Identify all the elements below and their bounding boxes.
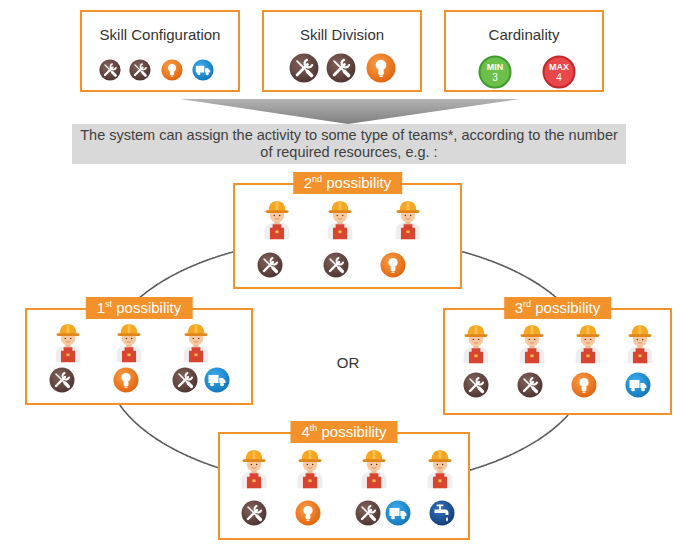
possibility-box: 1st possibility	[25, 308, 253, 405]
cardinality-label: MAX	[549, 62, 569, 72]
possibility-box: 2nd possibility	[233, 183, 462, 289]
possibility-box: 4th possibility	[218, 432, 470, 540]
band-text: The system can assign the activity to so…	[79, 127, 619, 161]
possibility-tab: 1st possibility	[86, 297, 193, 319]
ring-connector	[470, 415, 568, 470]
circle-outline	[544, 57, 575, 88]
box-title: Skill Configuration	[82, 26, 238, 43]
cardinality-circle: MAX4	[542, 55, 576, 89]
possibility-tab: 3rd possibility	[504, 297, 612, 319]
skill-box: CardinalityMIN3 MAX4	[444, 10, 604, 92]
possibility-box: 3rd possibility	[443, 308, 672, 415]
possibility-tab: 4th possibility	[290, 421, 397, 443]
cardinality-value: 3	[492, 72, 498, 83]
circle-outline	[480, 57, 511, 88]
cardinality-circle: MIN3	[478, 55, 512, 89]
ring-connector	[120, 405, 218, 468]
cardinality-value: 4	[556, 72, 562, 83]
funnel-arrow	[180, 99, 520, 124]
box-title: Cardinality	[446, 26, 602, 43]
cardinality-label: MIN	[487, 62, 504, 72]
box-title: Skill Division	[264, 26, 420, 43]
skill-box: Skill Configuration	[80, 10, 240, 92]
info-band: The system can assign the activity to so…	[72, 124, 626, 164]
possibility-tab: 2nd possibility	[293, 172, 403, 194]
skill-box: Skill Division	[262, 10, 422, 92]
or-label: OR	[337, 354, 360, 371]
